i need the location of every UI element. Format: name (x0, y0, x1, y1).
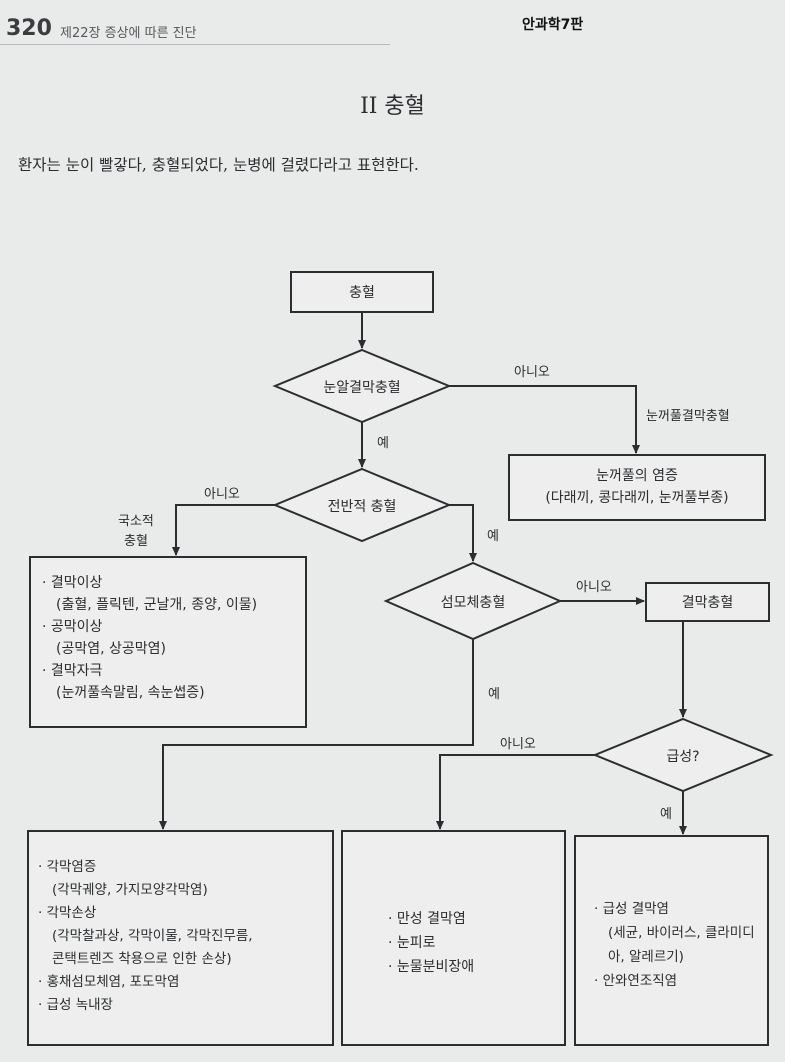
edge-d2-local-label-2: 충혈 (124, 534, 148, 549)
edge-d4-no-label: 아니오 (500, 737, 536, 752)
chronic-item: · 눈물분비장애 (388, 959, 475, 975)
node-d1-label: 눈알결막충혈 (323, 380, 401, 396)
edge-d2-no-label: 아니오 (204, 487, 240, 502)
edge-d1-yes-label: 예 (377, 436, 389, 451)
node-conj-label: 결막충혈 (681, 595, 734, 611)
edge-d4-yes-label: 예 (660, 807, 672, 822)
acute-item: 아, 알레르기) (608, 949, 684, 965)
edge-d2-no (172, 504, 275, 556)
node-ciliary-box (27, 830, 334, 1046)
edge-d3-no-label: 아니오 (576, 580, 612, 595)
node-d2-label: 전반적 충혈 (327, 499, 397, 515)
local-item: · 결막자극 (42, 663, 103, 679)
local-item: · 결막이상 (42, 575, 103, 591)
node-chronic-box (341, 830, 566, 1046)
ciliary-item: · 홍채섬모체염, 포도막염 (38, 974, 180, 990)
section-title: II 충혈 (360, 94, 425, 119)
edge-d1-no-label: 아니오 (514, 365, 550, 380)
chronic-item: · 만성 결막염 (388, 911, 466, 927)
chronic-item: · 눈피로 (388, 935, 436, 951)
local-item: (공막염, 상공막염) (56, 641, 166, 657)
node-d2-diamond (272, 467, 452, 543)
ciliary-item: (각막찰과상, 각막이물, 각막진무름, (52, 928, 253, 944)
edge-d1-no-target-label: 눈꺼풀결막충혈 (646, 409, 730, 424)
edge-d3-yes-label: 예 (488, 687, 500, 702)
chapter-title: 제22장 증상에 따른 진단 (60, 26, 197, 41)
edge-d2-local-label-1: 국소적 (118, 514, 154, 529)
header-rule (0, 44, 390, 45)
local-item: (눈꺼풀속말림, 속눈썹증) (56, 685, 205, 701)
node-local-box (29, 556, 307, 728)
node-lid-line1: 눈꺼풀의 염증 (596, 468, 678, 484)
page-header: 320 제22장 증상에 따른 진단 안과학7판 (0, 0, 785, 48)
node-start-box (290, 271, 434, 313)
acute-item: (세균, 바이러스, 클라미디 (608, 925, 755, 941)
chronic-box-text: · 만성 결막염 · 눈피로 · 눈물분비장애 (388, 907, 558, 979)
edge-d4-no (436, 754, 595, 830)
edge-d1-no (449, 385, 640, 454)
ciliary-box-text: · 각막염증 (각막궤양, 가지모양각막염) · 각막손상 (각막찰과상, 각막… (38, 856, 330, 1017)
local-item: · 공막이상 (42, 619, 103, 635)
ciliary-item: · 각막손상 (38, 905, 97, 921)
node-start-label: 충혈 (349, 285, 375, 301)
ciliary-item: 콘택트렌즈 착용으로 인한 손상) (52, 951, 232, 967)
edge-d3-yes (159, 639, 474, 830)
acute-box-text: · 급성 결막염 (세균, 바이러스, 클라미디 아, 알레르기) · 안와연조… (594, 897, 766, 993)
acute-item: · 급성 결막염 (594, 901, 669, 917)
node-lid-label: 눈꺼풀의 염증 (다래끼, 콩다래끼, 눈꺼풀부종) (509, 465, 765, 509)
node-lid-line2: (다래끼, 콩다래끼, 눈꺼풀부종) (545, 490, 729, 506)
edge-d2-yes (449, 504, 477, 562)
node-d3-label: 섬모체충혈 (440, 595, 506, 611)
ciliary-item: (각막궤양, 가지모양각막염) (52, 882, 208, 898)
page-number: 320 (6, 16, 52, 41)
edge-d2-yes-label: 예 (487, 529, 499, 544)
local-box-text: · 결막이상 (출혈, 플릭텐, 군날개, 종양, 이물) · 공막이상 (공막… (42, 572, 304, 704)
node-acute-box (574, 835, 769, 1046)
node-d4-label: 급성? (666, 749, 700, 765)
local-item: (출혈, 플릭텐, 군날개, 종양, 이물) (56, 597, 258, 613)
node-lid-box (508, 454, 766, 521)
ciliary-item: · 급성 녹내장 (38, 997, 113, 1013)
ciliary-item: · 각막염증 (38, 859, 97, 875)
acute-item: · 안와연조직염 (594, 973, 678, 989)
book-label: 안과학7판 (522, 17, 584, 33)
intro-text: 환자는 눈이 빨갛다, 충혈되었다, 눈병에 걸렸다라고 표현한다. (18, 156, 419, 174)
node-conj-box (645, 582, 770, 622)
